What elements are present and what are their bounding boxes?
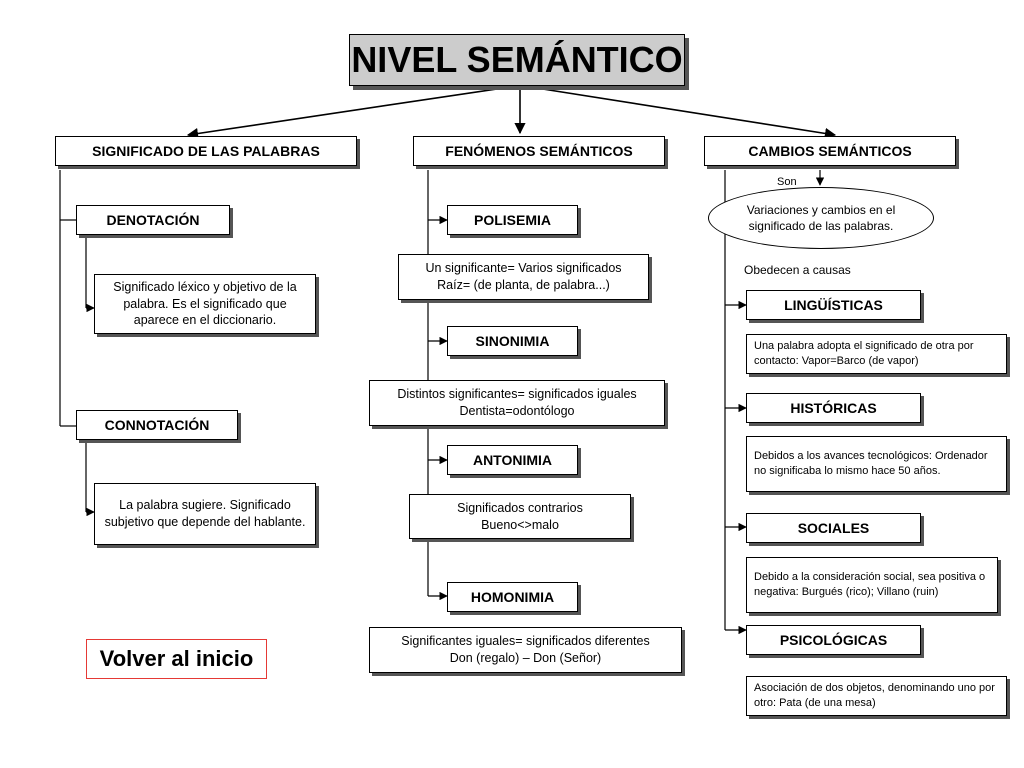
sociales-box: SOCIALES <box>746 513 921 543</box>
antonimia-line1: Significados contrarios <box>457 500 583 515</box>
obedecen-label: Obedecen a causas <box>744 263 851 277</box>
linguisticas-box: LINGÜÍSTICAS <box>746 290 921 320</box>
definicion-ellipse: Variaciones y cambios en el significado … <box>708 187 934 249</box>
psicologicas-desc: Asociación de dos objetos, denominando u… <box>746 676 1007 716</box>
psicologicas-box: PSICOLÓGICAS <box>746 625 921 655</box>
linguisticas-desc: Una palabra adopta el significado de otr… <box>746 334 1007 374</box>
sinonimia-box: SINONIMIA <box>447 326 578 356</box>
homonimia-desc: Significantes iguales= significados dife… <box>369 627 682 673</box>
connotacion-box: CONNOTACIÓN <box>76 410 238 440</box>
homonimia-line1: Significantes iguales= significados dife… <box>401 634 650 649</box>
denotacion-box: DENOTACIÓN <box>76 205 230 235</box>
header-fenomenos: FENÓMENOS SEMÁNTICOS <box>413 136 665 166</box>
sociales-desc: Debido a la consideración social, sea po… <box>746 557 998 613</box>
page-title: NIVEL SEMÁNTICO <box>349 34 685 86</box>
polisemia-box: POLISEMIA <box>447 205 578 235</box>
antonimia-desc: Significados contrarios Bueno<>malo <box>409 494 631 539</box>
denotacion-desc: Significado léxico y objetivo de la pala… <box>94 274 316 334</box>
sinonimia-line1: Distintos significantes= significados ig… <box>397 387 637 402</box>
sinonimia-line2: Dentista=odontólogo <box>459 404 575 418</box>
homonimia-line2: Don (regalo) – Don (Señor) <box>449 651 602 665</box>
antonimia-line2: Bueno<>malo <box>481 517 559 532</box>
connotacion-desc: La palabra sugiere. Significado subjetiv… <box>94 483 316 545</box>
historicas-box: HISTÓRICAS <box>746 393 921 423</box>
antonimia-box: ANTONIMIA <box>447 445 578 475</box>
son-label: Son <box>777 176 797 188</box>
polisemia-line2: Raíz= (de planta, de palabra...) <box>437 278 610 292</box>
homonimia-box: HOMONIMIA <box>447 582 578 612</box>
historicas-desc: Debidos a los avances tecnológicos: Orde… <box>746 436 1007 492</box>
sinonimia-desc: Distintos significantes= significados ig… <box>369 380 665 426</box>
header-cambios: CAMBIOS SEMÁNTICOS <box>704 136 956 166</box>
polisemia-desc: Un significante= Varios significados Raí… <box>398 254 649 300</box>
back-to-start-button[interactable]: Volver al inicio <box>86 639 267 679</box>
header-significado: SIGNIFICADO DE LAS PALABRAS <box>55 136 357 166</box>
polisemia-line1: Un significante= Varios significados <box>425 261 622 276</box>
